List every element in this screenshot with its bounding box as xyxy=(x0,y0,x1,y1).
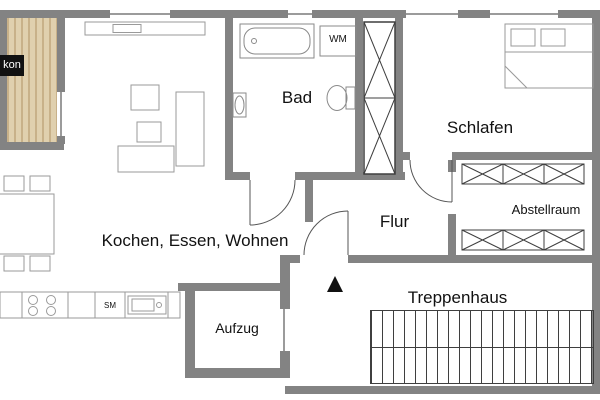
toilet-bowl xyxy=(326,85,348,111)
balcony-wood-floor xyxy=(7,18,57,142)
room-label-storage: Abstellraum xyxy=(511,202,581,217)
kitchen-sink xyxy=(127,295,167,315)
wall-segment xyxy=(452,152,600,160)
chair xyxy=(3,255,25,272)
living-furniture xyxy=(0,21,206,272)
chair xyxy=(29,255,51,272)
sofa xyxy=(175,91,205,167)
coffee-table xyxy=(136,121,162,143)
bed xyxy=(504,23,594,89)
bedroom-door-arc xyxy=(409,159,453,203)
wall-segment xyxy=(395,18,403,180)
chair xyxy=(3,175,25,192)
stair-direction-triangle-icon xyxy=(327,276,343,292)
wall-segment xyxy=(448,214,456,263)
stove-burner-icon xyxy=(28,295,38,305)
room-label-balcony: kon xyxy=(0,55,24,76)
counter-dividers xyxy=(21,292,169,318)
bathroom-fixtures xyxy=(232,23,357,118)
wall-segment xyxy=(0,142,64,150)
room-label-bedroom: Schlafen xyxy=(446,118,514,137)
wall-segment xyxy=(458,10,490,18)
label-washing-machine: WM xyxy=(329,34,347,45)
wall-segment xyxy=(348,255,600,263)
storage-shelves xyxy=(461,163,585,251)
wall-segment xyxy=(170,10,288,18)
shelf-cross-icon xyxy=(461,229,585,251)
blanket-fold xyxy=(504,65,528,89)
sofa xyxy=(117,145,175,173)
wall-segment xyxy=(280,351,290,378)
wall-segment xyxy=(403,152,410,160)
stove-burner-icon xyxy=(46,306,56,316)
wall-segment xyxy=(225,172,250,180)
wall-segment xyxy=(185,291,195,378)
shaft-cross-icon xyxy=(363,21,396,175)
wall-segment xyxy=(185,368,290,378)
sideboard-inner xyxy=(112,24,142,33)
room-label-living: Kochen, Essen, Wohnen xyxy=(101,231,289,250)
room-label-stairwell: Treppenhaus xyxy=(407,288,508,307)
room-label-bath: Bad xyxy=(281,88,313,107)
stairs xyxy=(370,310,594,384)
shelf-cross-icon xyxy=(461,163,585,185)
wall-segment xyxy=(225,18,233,180)
stove-burner-icon xyxy=(28,306,38,316)
sideboard xyxy=(84,21,206,36)
chair xyxy=(29,175,51,192)
counter xyxy=(0,291,181,319)
faucet-icon xyxy=(156,302,162,308)
wall-segment xyxy=(558,10,600,18)
wall-segment xyxy=(280,291,290,309)
wall-segment xyxy=(355,18,363,172)
wall-segment xyxy=(0,10,7,150)
wall-segment xyxy=(592,10,600,394)
wall-segment xyxy=(285,255,300,263)
bath-door-arc xyxy=(249,179,296,226)
stove-burner-icon xyxy=(46,295,56,305)
wall-segment xyxy=(57,136,65,144)
wall-segment xyxy=(280,255,290,291)
toilet-tank xyxy=(345,86,356,110)
wall-segment xyxy=(0,10,110,18)
wall-segment xyxy=(305,172,313,222)
pillow xyxy=(540,28,566,47)
label-dishwasher: SM xyxy=(104,301,116,310)
washing-machine-box xyxy=(319,25,357,57)
bed-frame xyxy=(504,23,594,89)
dining-table xyxy=(0,193,55,255)
armchair xyxy=(130,84,160,111)
washbasin-counter xyxy=(232,92,247,118)
door-swings xyxy=(249,159,453,256)
shaft xyxy=(363,21,396,175)
wall-segment xyxy=(57,18,65,92)
bathtub xyxy=(239,23,315,59)
pillow xyxy=(510,28,536,47)
washbasin xyxy=(234,95,245,115)
windows xyxy=(60,13,558,351)
entrance-door-arc xyxy=(303,210,349,256)
room-label-elevator: Aufzug xyxy=(215,320,259,336)
kitchen-counter xyxy=(0,291,181,319)
room-label-hallway: Flur xyxy=(379,212,410,231)
bathtub-drain xyxy=(251,38,257,44)
wall-segment xyxy=(285,386,600,394)
wall-segment xyxy=(295,172,405,180)
wall-segment xyxy=(178,283,290,291)
walls xyxy=(0,10,600,394)
bathtub-inner xyxy=(243,27,311,55)
wall-segment xyxy=(312,10,406,18)
kitchen-sink-basin xyxy=(131,298,155,312)
